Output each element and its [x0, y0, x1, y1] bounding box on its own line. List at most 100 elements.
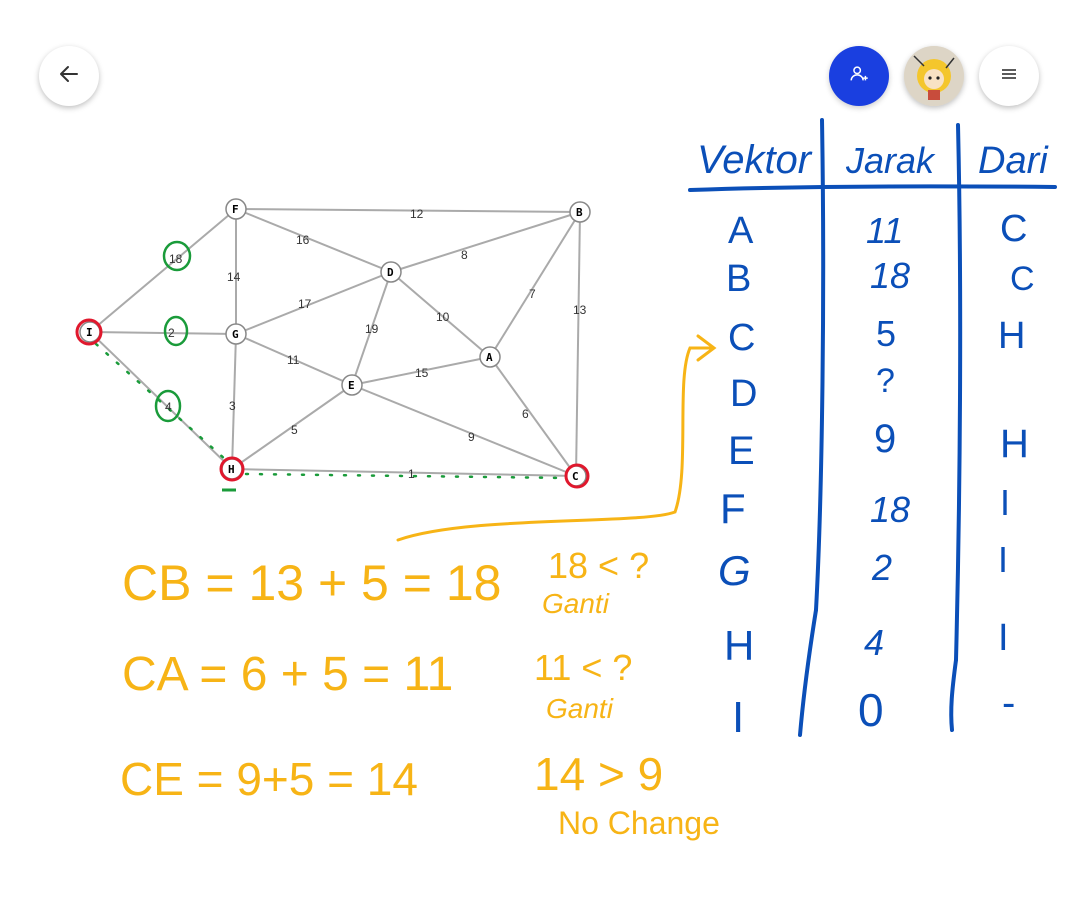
weight-I-H: 4 — [165, 400, 172, 414]
svg-text:I: I — [86, 326, 93, 339]
compare-2: 11 < ? — [534, 647, 632, 688]
row-jarak: 4 — [864, 622, 884, 663]
row-jarak: 5 — [876, 313, 896, 354]
row-jarak: 11 — [866, 210, 903, 251]
edge-G-H — [231, 333, 237, 470]
graph-edges — [89, 208, 581, 477]
calculation-notes: CB = 13 + 5 = 18 18 < ? Ganti CA = 6 + 5… — [120, 545, 720, 841]
row-dari: I — [998, 617, 1009, 659]
row-jarak: ? — [876, 362, 895, 400]
menu-button[interactable] — [979, 46, 1039, 106]
weight-F-B: 12 — [410, 207, 424, 221]
weight-circles — [154, 240, 192, 423]
svg-text:A: A — [486, 351, 493, 364]
edge-weights: 12 16 14 18 2 4 8 17 19 10 7 13 11 15 3 … — [165, 207, 587, 481]
weight-D-A: 10 — [436, 310, 450, 324]
weight-H-C: 1 — [408, 467, 415, 481]
row-jarak: 0 — [858, 684, 884, 736]
svg-text:C: C — [572, 470, 579, 483]
hamburger-menu-icon — [999, 64, 1019, 88]
node-A: A — [479, 346, 501, 368]
row-dari: I — [1000, 482, 1010, 523]
svg-text:H: H — [228, 463, 235, 476]
calc-line-2: CA = 6 + 5 = 11 — [122, 648, 453, 701]
edge-D-B — [390, 211, 581, 273]
row-vektor: B — [726, 258, 751, 300]
row-dari: C — [1000, 208, 1027, 250]
calc-line-1: CB = 13 + 5 = 18 — [122, 555, 501, 611]
note-3: No Change — [558, 805, 720, 841]
row-dari: C — [1010, 260, 1035, 298]
header-jarak: Jarak — [845, 140, 936, 181]
weight-F-G: 14 — [227, 270, 241, 284]
row-vektor: D — [730, 373, 757, 415]
node-G: G — [225, 323, 247, 345]
edge-F-D — [235, 208, 392, 273]
weight-E-A: 15 — [415, 366, 429, 380]
row-vektor: A — [728, 210, 754, 252]
edge-D-A — [390, 271, 491, 358]
row-jarak: 18 — [870, 489, 910, 530]
weight-D-B: 8 — [461, 248, 468, 262]
row-vektor: F — [720, 485, 746, 532]
svg-text:G: G — [232, 328, 239, 341]
annotation-arrow — [396, 334, 717, 542]
edge-H-C — [231, 468, 577, 477]
row-dari: H — [998, 315, 1025, 357]
node-B: B — [569, 201, 591, 223]
graph-nodes: F B D I G A E H C — [79, 198, 591, 487]
node-highlights — [75, 318, 590, 489]
table-lines — [688, 118, 1057, 737]
weight-I-F: 18 — [169, 252, 183, 266]
weight-E-C: 9 — [468, 430, 475, 444]
row-dari: I — [998, 539, 1008, 580]
svg-text:F: F — [232, 203, 239, 216]
vector-table: Vektor Jarak Dari A 11 C B 18 C C 5 H D … — [697, 138, 1049, 742]
row-vektor: G — [718, 547, 751, 594]
weight-D-E: 19 — [365, 322, 379, 336]
edge-F-B — [235, 208, 581, 213]
edge-I-F — [89, 208, 237, 333]
share-button[interactable] — [829, 46, 889, 106]
weight-A-B: 7 — [529, 287, 536, 301]
weight-I-G: 2 — [168, 326, 175, 340]
row-jarak: 18 — [870, 255, 910, 296]
add-user-icon — [848, 63, 870, 89]
edge-E-A — [351, 356, 491, 386]
weight-G-E: 11 — [287, 353, 300, 367]
edge-H-E — [231, 384, 353, 470]
edge-G-E — [235, 333, 353, 386]
calc-line-3: CE = 9+5 = 14 — [120, 753, 418, 805]
row-jarak: 2 — [871, 547, 892, 588]
svg-text:E: E — [348, 379, 355, 392]
note-1: Ganti — [542, 588, 610, 619]
row-jarak: 9 — [874, 417, 896, 461]
node-F: F — [225, 198, 247, 220]
row-dari: - — [1002, 681, 1015, 725]
edge-G-D — [235, 271, 392, 335]
row-vektor: E — [728, 429, 755, 473]
edge-A-C — [489, 356, 577, 477]
row-vektor: H — [724, 622, 754, 669]
edge-E-C — [351, 384, 577, 477]
weight-B-C: 13 — [573, 303, 587, 317]
header-dari: Dari — [978, 140, 1049, 182]
weight-F-D: 16 — [296, 233, 310, 247]
row-vektor: I — [732, 693, 744, 742]
edge-A-B — [489, 211, 581, 358]
row-vektor: C — [728, 317, 755, 359]
weight-G-H: 3 — [229, 399, 236, 413]
edge-B-C — [575, 211, 581, 477]
weight-A-C: 6 — [522, 407, 529, 421]
back-button[interactable] — [39, 46, 99, 106]
weight-H-E: 5 — [291, 423, 298, 437]
header-vektor: Vektor — [697, 138, 813, 182]
arrow-left-icon — [57, 62, 81, 90]
row-dari: H — [1000, 422, 1029, 466]
user-avatar[interactable] — [904, 46, 964, 106]
node-E: E — [341, 374, 363, 396]
compare-3: 14 > 9 — [534, 748, 663, 800]
svg-text:D: D — [387, 266, 394, 279]
node-D: D — [380, 261, 402, 283]
